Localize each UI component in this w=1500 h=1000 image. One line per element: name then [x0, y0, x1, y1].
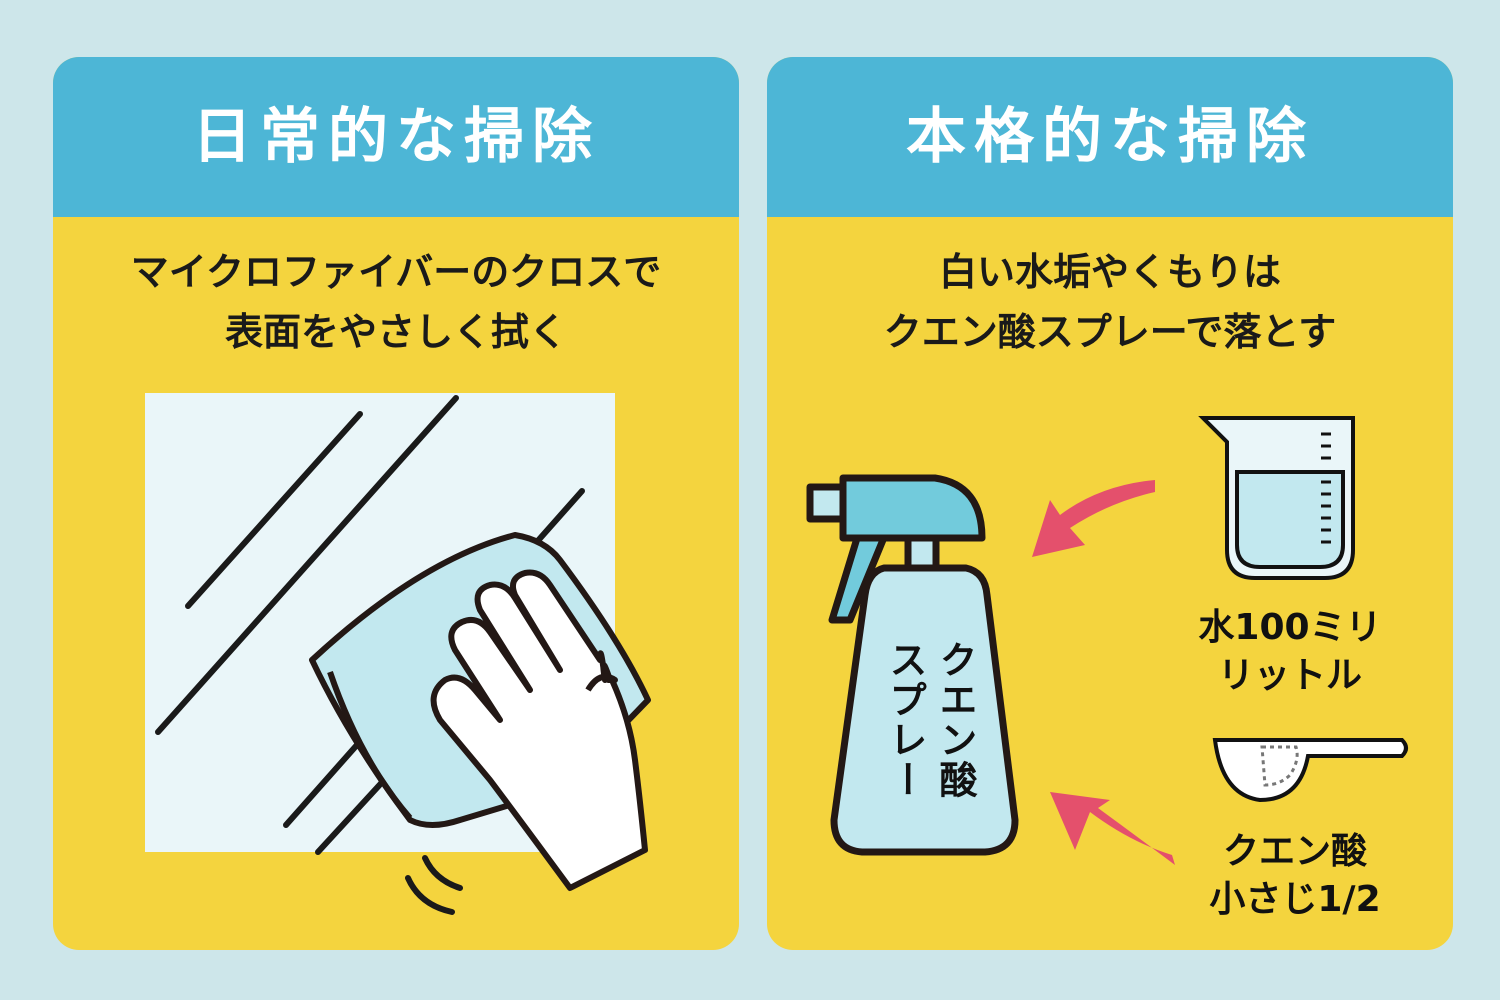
bottle-label-line: スプレー — [883, 640, 927, 800]
water-label-line: リットル — [1217, 655, 1362, 696]
subtitle-line: マイクロファイバーのクロスで — [130, 250, 662, 294]
acid-label: クエン酸 小さじ1/2 — [1195, 828, 1395, 924]
motion-lines-icon — [405, 855, 463, 915]
measuring-cup-icon — [1198, 416, 1355, 580]
panel-title: 本格的な掃除 — [767, 57, 1453, 217]
acid-label-line: クエン酸 — [1222, 831, 1367, 872]
panel-title: 日常的な掃除 — [53, 57, 739, 217]
subtitle-line: クエン酸スプレーで落とす — [883, 310, 1337, 354]
subtitle-line: 表面をやさしく拭く — [224, 310, 567, 354]
arrow-icon — [1050, 792, 1175, 865]
acid-label-line: 小さじ1/2 — [1209, 879, 1381, 920]
bottle-label: クエン酸 スプレー — [880, 640, 980, 800]
water-label-line: 水100ミリ — [1198, 607, 1382, 648]
bottle-label-line: クエン酸 — [933, 640, 977, 800]
spray-bottle-icon — [806, 474, 1019, 856]
measuring-spoon-icon — [1212, 738, 1408, 803]
panel-subtitle: マイクロファイバーのクロスで 表面をやさしく拭く — [53, 242, 739, 362]
water-label: 水100ミリ リットル — [1190, 604, 1390, 700]
panel-subtitle: 白い水垢やくもりは クエン酸スプレーで落とす — [767, 242, 1453, 362]
hand-icon — [430, 569, 648, 891]
subtitle-line: 白い水垢やくもりは — [938, 250, 1281, 294]
arrow-icon — [1032, 480, 1155, 557]
